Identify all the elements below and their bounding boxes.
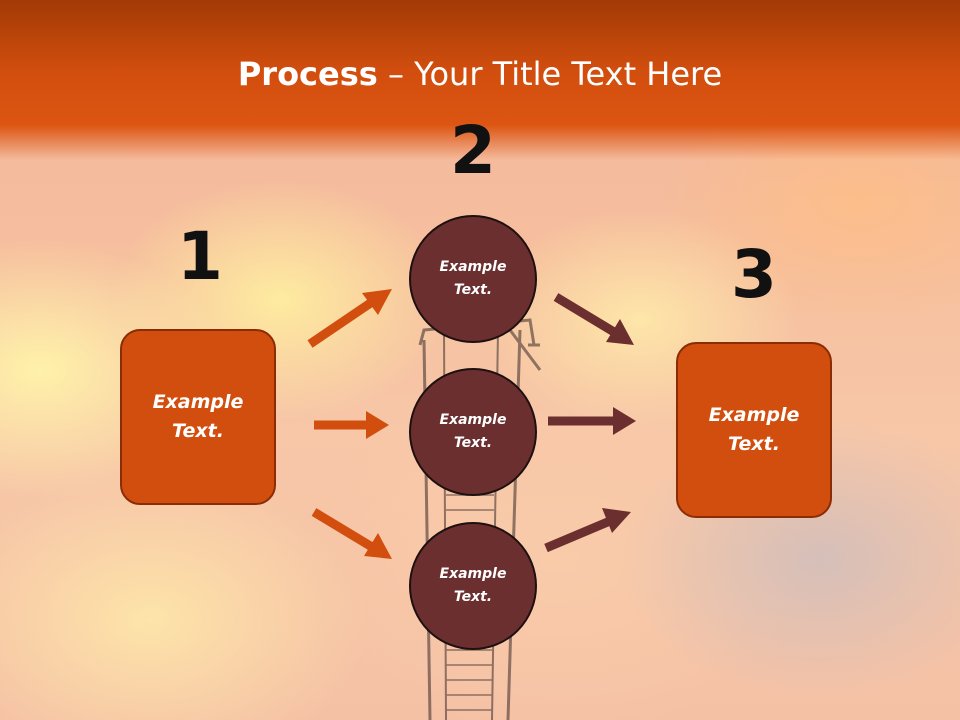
step-number-1: 1 — [177, 218, 223, 295]
slide-title: Process – Your Title Text Here — [0, 52, 960, 96]
process-box-left[interactable]: Example Text. — [120, 329, 276, 505]
step-number-2: 2 — [450, 112, 496, 189]
process-circle-top[interactable]: Example Text. — [409, 215, 537, 343]
arrow-mid-to-right — [548, 407, 636, 435]
process-box-right[interactable]: Example Text. — [676, 342, 832, 518]
process-circle-bottom[interactable]: Example Text. — [409, 522, 537, 650]
process-box-right-text: Example Text. — [708, 404, 800, 455]
title-bold-part: Process — [237, 55, 378, 93]
process-circle-middle-text: Example Text. — [439, 412, 507, 451]
process-circle-bottom-text: Example Text. — [439, 566, 507, 605]
arrow-left-to-mid — [314, 411, 389, 439]
arrow-left-to-top — [307, 289, 392, 348]
title-bar — [0, 0, 960, 160]
process-box-left-text: Example Text. — [152, 391, 244, 442]
arrow-left-to-bot — [311, 508, 392, 559]
arrow-bot-to-right — [544, 508, 631, 553]
process-circle-top-text: Example Text. — [439, 259, 507, 298]
arrow-top-to-right — [553, 293, 634, 345]
process-circle-middle[interactable]: Example Text. — [409, 368, 537, 496]
step-number-3: 3 — [731, 236, 777, 313]
title-rest-part: – Your Title Text Here — [377, 55, 723, 93]
